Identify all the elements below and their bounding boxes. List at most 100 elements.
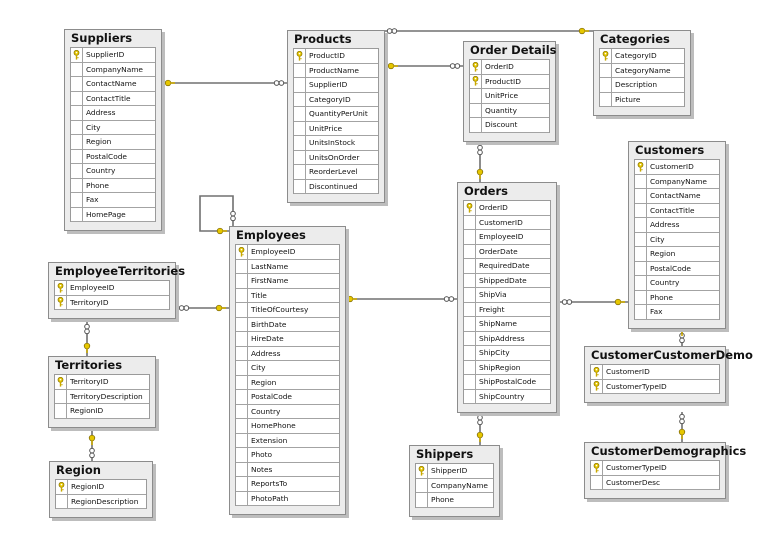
column-row[interactable]: ContactTitle — [635, 203, 719, 218]
column-row[interactable]: Phone — [71, 178, 155, 193]
column-row[interactable]: FirstName — [236, 274, 339, 289]
column-row[interactable]: ShippedDate — [464, 273, 550, 288]
column-row[interactable]: Region — [236, 375, 339, 390]
column-row[interactable]: ContactName — [635, 189, 719, 204]
column-row[interactable]: CategoryName — [600, 63, 684, 78]
column-row[interactable]: Country — [71, 164, 155, 179]
column-row[interactable]: Photo — [236, 448, 339, 463]
column-row[interactable]: QuantityPerUnit — [294, 107, 378, 122]
column-row[interactable]: UnitPrice — [470, 89, 549, 104]
column-row[interactable]: Description — [600, 78, 684, 93]
column-row[interactable]: RegionDescription — [56, 494, 146, 509]
column-row[interactable]: ContactTitle — [71, 91, 155, 106]
column-row[interactable]: OrderID — [464, 201, 550, 216]
column-row[interactable]: PostalCode — [71, 149, 155, 164]
column-row[interactable]: CategoryID — [600, 49, 684, 64]
column-row[interactable]: City — [635, 232, 719, 247]
column-row[interactable]: Address — [71, 106, 155, 121]
column-row[interactable]: ProductID — [294, 49, 378, 64]
relationship-suppliers-products[interactable] — [162, 79, 287, 87]
column-row[interactable]: PhotoPath — [236, 491, 339, 506]
column-row[interactable]: ShipRegion — [464, 360, 550, 375]
column-row[interactable]: Region — [635, 247, 719, 262]
column-row[interactable]: Picture — [600, 92, 684, 107]
relationship-shippers-orders[interactable] — [476, 412, 484, 445]
column-row[interactable]: Country — [236, 404, 339, 419]
column-row[interactable]: ShipVia — [464, 288, 550, 303]
column-row[interactable]: CustomerID — [464, 215, 550, 230]
relationship-orders-orderdetails[interactable] — [476, 143, 484, 182]
column-row[interactable]: ContactName — [71, 77, 155, 92]
column-row[interactable]: RegionID — [55, 404, 149, 419]
column-row[interactable]: SupplierID — [294, 78, 378, 93]
column-row[interactable]: SupplierID — [71, 48, 155, 63]
column-row[interactable]: Fax — [635, 305, 719, 320]
column-row[interactable]: City — [236, 361, 339, 376]
column-row[interactable]: RequiredDate — [464, 259, 550, 274]
column-row[interactable]: CustomerDesc — [591, 475, 719, 490]
column-row[interactable]: BirthDate — [236, 317, 339, 332]
column-row[interactable]: TerritoryID — [55, 295, 169, 310]
column-row[interactable]: TerritoryDescription — [55, 389, 149, 404]
column-row[interactable]: Title — [236, 288, 339, 303]
column-row[interactable]: Address — [236, 346, 339, 361]
column-row[interactable]: LastName — [236, 259, 339, 274]
relationship-customerdemographics-customercustomerdemo[interactable] — [678, 412, 686, 442]
column-row[interactable]: Region — [71, 135, 155, 150]
column-row[interactable]: Extension — [236, 433, 339, 448]
relationship-region-territories[interactable] — [88, 430, 96, 461]
column-row[interactable]: ShipAddress — [464, 331, 550, 346]
column-row[interactable]: ShipCity — [464, 346, 550, 361]
column-row[interactable]: PostalCode — [635, 261, 719, 276]
column-row[interactable]: Country — [635, 276, 719, 291]
column-row[interactable]: Phone — [416, 493, 493, 508]
column-row[interactable]: City — [71, 120, 155, 135]
column-row[interactable]: EmployeeID — [236, 245, 339, 260]
column-row[interactable]: CustomerID — [635, 160, 719, 175]
relationship-employees-self[interactable] — [199, 195, 236, 235]
column-row[interactable]: CompanyName — [71, 62, 155, 77]
column-row[interactable]: Fax — [71, 193, 155, 208]
column-row[interactable]: CategoryID — [294, 92, 378, 107]
column-row[interactable]: Discount — [470, 118, 549, 133]
column-row[interactable]: ShipPostalCode — [464, 375, 550, 390]
column-row[interactable]: CustomerID — [591, 365, 719, 380]
column-row[interactable]: ReportsTo — [236, 477, 339, 492]
column-row[interactable]: ShipName — [464, 317, 550, 332]
column-row[interactable]: RegionID — [56, 480, 146, 495]
column-row[interactable]: ProductName — [294, 63, 378, 78]
column-row[interactable]: TerritoryID — [55, 375, 149, 390]
column-row[interactable]: OrderDate — [464, 244, 550, 259]
column-row[interactable]: UnitsOnOrder — [294, 150, 378, 165]
relationship-customers-orders[interactable] — [557, 298, 628, 306]
column-row[interactable]: HireDate — [236, 332, 339, 347]
column-row[interactable]: ShipperID — [416, 464, 493, 479]
column-row[interactable]: ProductID — [470, 74, 549, 89]
relationship-employees-employeeterritories[interactable] — [176, 304, 229, 312]
column-row[interactable]: UnitPrice — [294, 121, 378, 136]
column-row[interactable]: HomePhone — [236, 419, 339, 434]
column-row[interactable]: CustomerTypeID — [591, 379, 719, 394]
relationship-categories-products[interactable] — [385, 27, 593, 35]
column-row[interactable]: CompanyName — [635, 174, 719, 189]
column-row[interactable]: PostalCode — [236, 390, 339, 405]
column-row[interactable]: UnitsInStock — [294, 136, 378, 151]
column-row[interactable]: HomePage — [71, 207, 155, 222]
relationship-employees-orders[interactable] — [346, 295, 457, 303]
column-row[interactable]: Notes — [236, 462, 339, 477]
column-row[interactable]: CompanyName — [416, 478, 493, 493]
relationship-products-orderdetails[interactable] — [385, 62, 463, 70]
